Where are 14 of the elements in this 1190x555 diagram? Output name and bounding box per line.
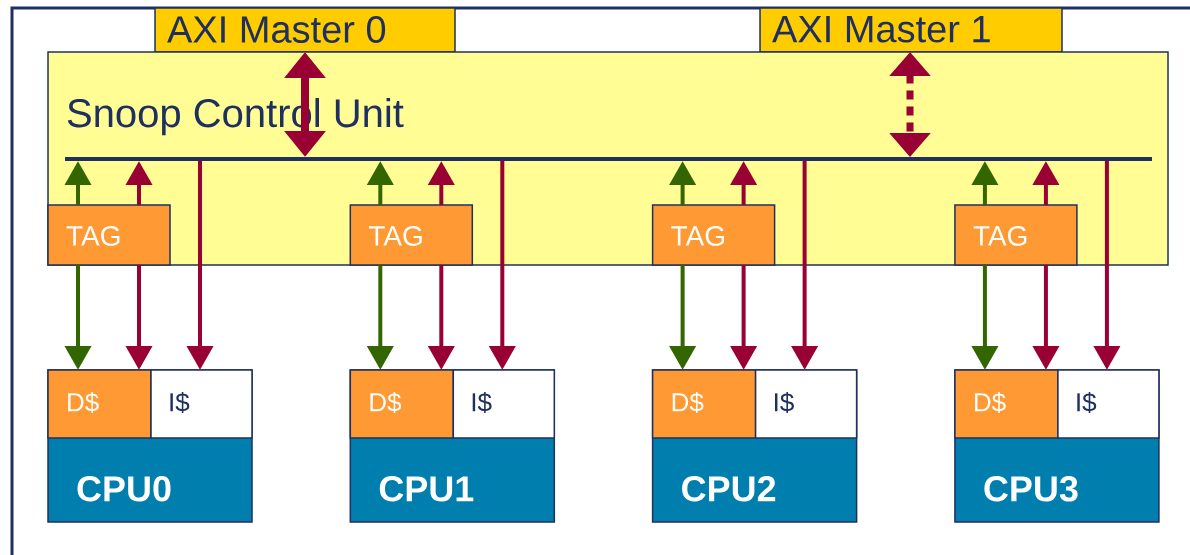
cache-box: D$ (651, 369, 757, 439)
cache-box: I$ (452, 369, 556, 439)
cache-box: D$ (349, 369, 455, 439)
cache-box: I$ (1057, 369, 1160, 439)
tag-box: TAG (651, 204, 776, 266)
tag-box: TAG (349, 204, 474, 266)
bus-master-box: AXI Master 1 (759, 7, 1063, 53)
bus-master-box: AXI Master 0 (154, 7, 456, 53)
cache-box: D$ (954, 369, 1059, 439)
cache-box: I$ (150, 369, 253, 439)
tag-box: TAG (954, 204, 1078, 266)
tag-box: TAG (47, 204, 171, 266)
cache-box: D$ (47, 369, 152, 439)
cache-box: I$ (754, 369, 858, 439)
